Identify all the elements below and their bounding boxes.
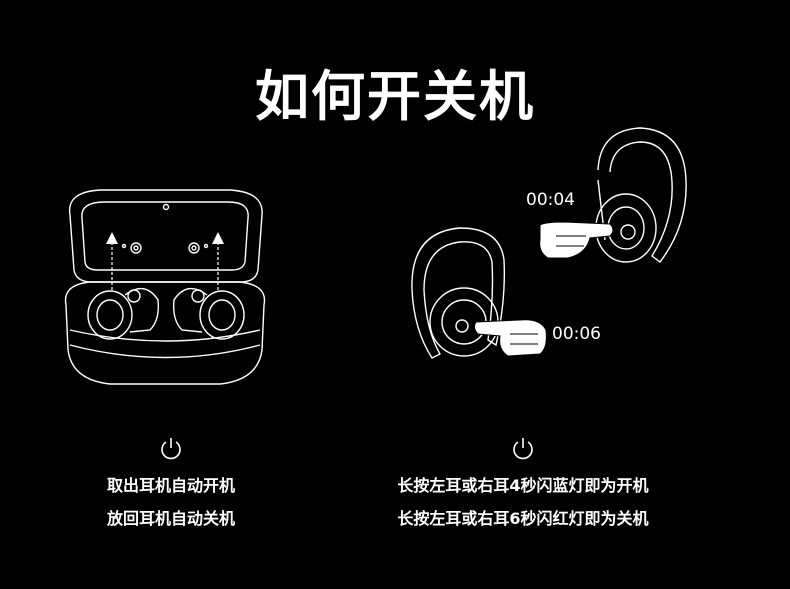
finger-press-top — [539, 221, 614, 259]
timer-label-on: 00:04 — [526, 190, 575, 210]
page-title: 如何开关机 — [255, 65, 535, 128]
charging-case — [64, 189, 266, 385]
timer-label-off: 00:06 — [552, 324, 601, 344]
left-caption-line1: 取出耳机自动开机 — [106, 476, 235, 495]
arrow-up-icon — [212, 232, 224, 244]
lift-arrows — [111, 240, 219, 290]
power-icon — [161, 438, 181, 460]
right-caption-line1: 长按左耳或右耳4秒闪蓝灯即为开机 — [397, 476, 649, 495]
power-icon — [513, 438, 533, 460]
finger-press-bottom — [473, 319, 547, 357]
left-caption-line2: 放回耳机自动关机 — [106, 509, 235, 528]
arrow-up-icon — [106, 232, 118, 244]
right-caption-line2: 长按左耳或右耳6秒闪红灯即为关机 — [397, 509, 649, 528]
